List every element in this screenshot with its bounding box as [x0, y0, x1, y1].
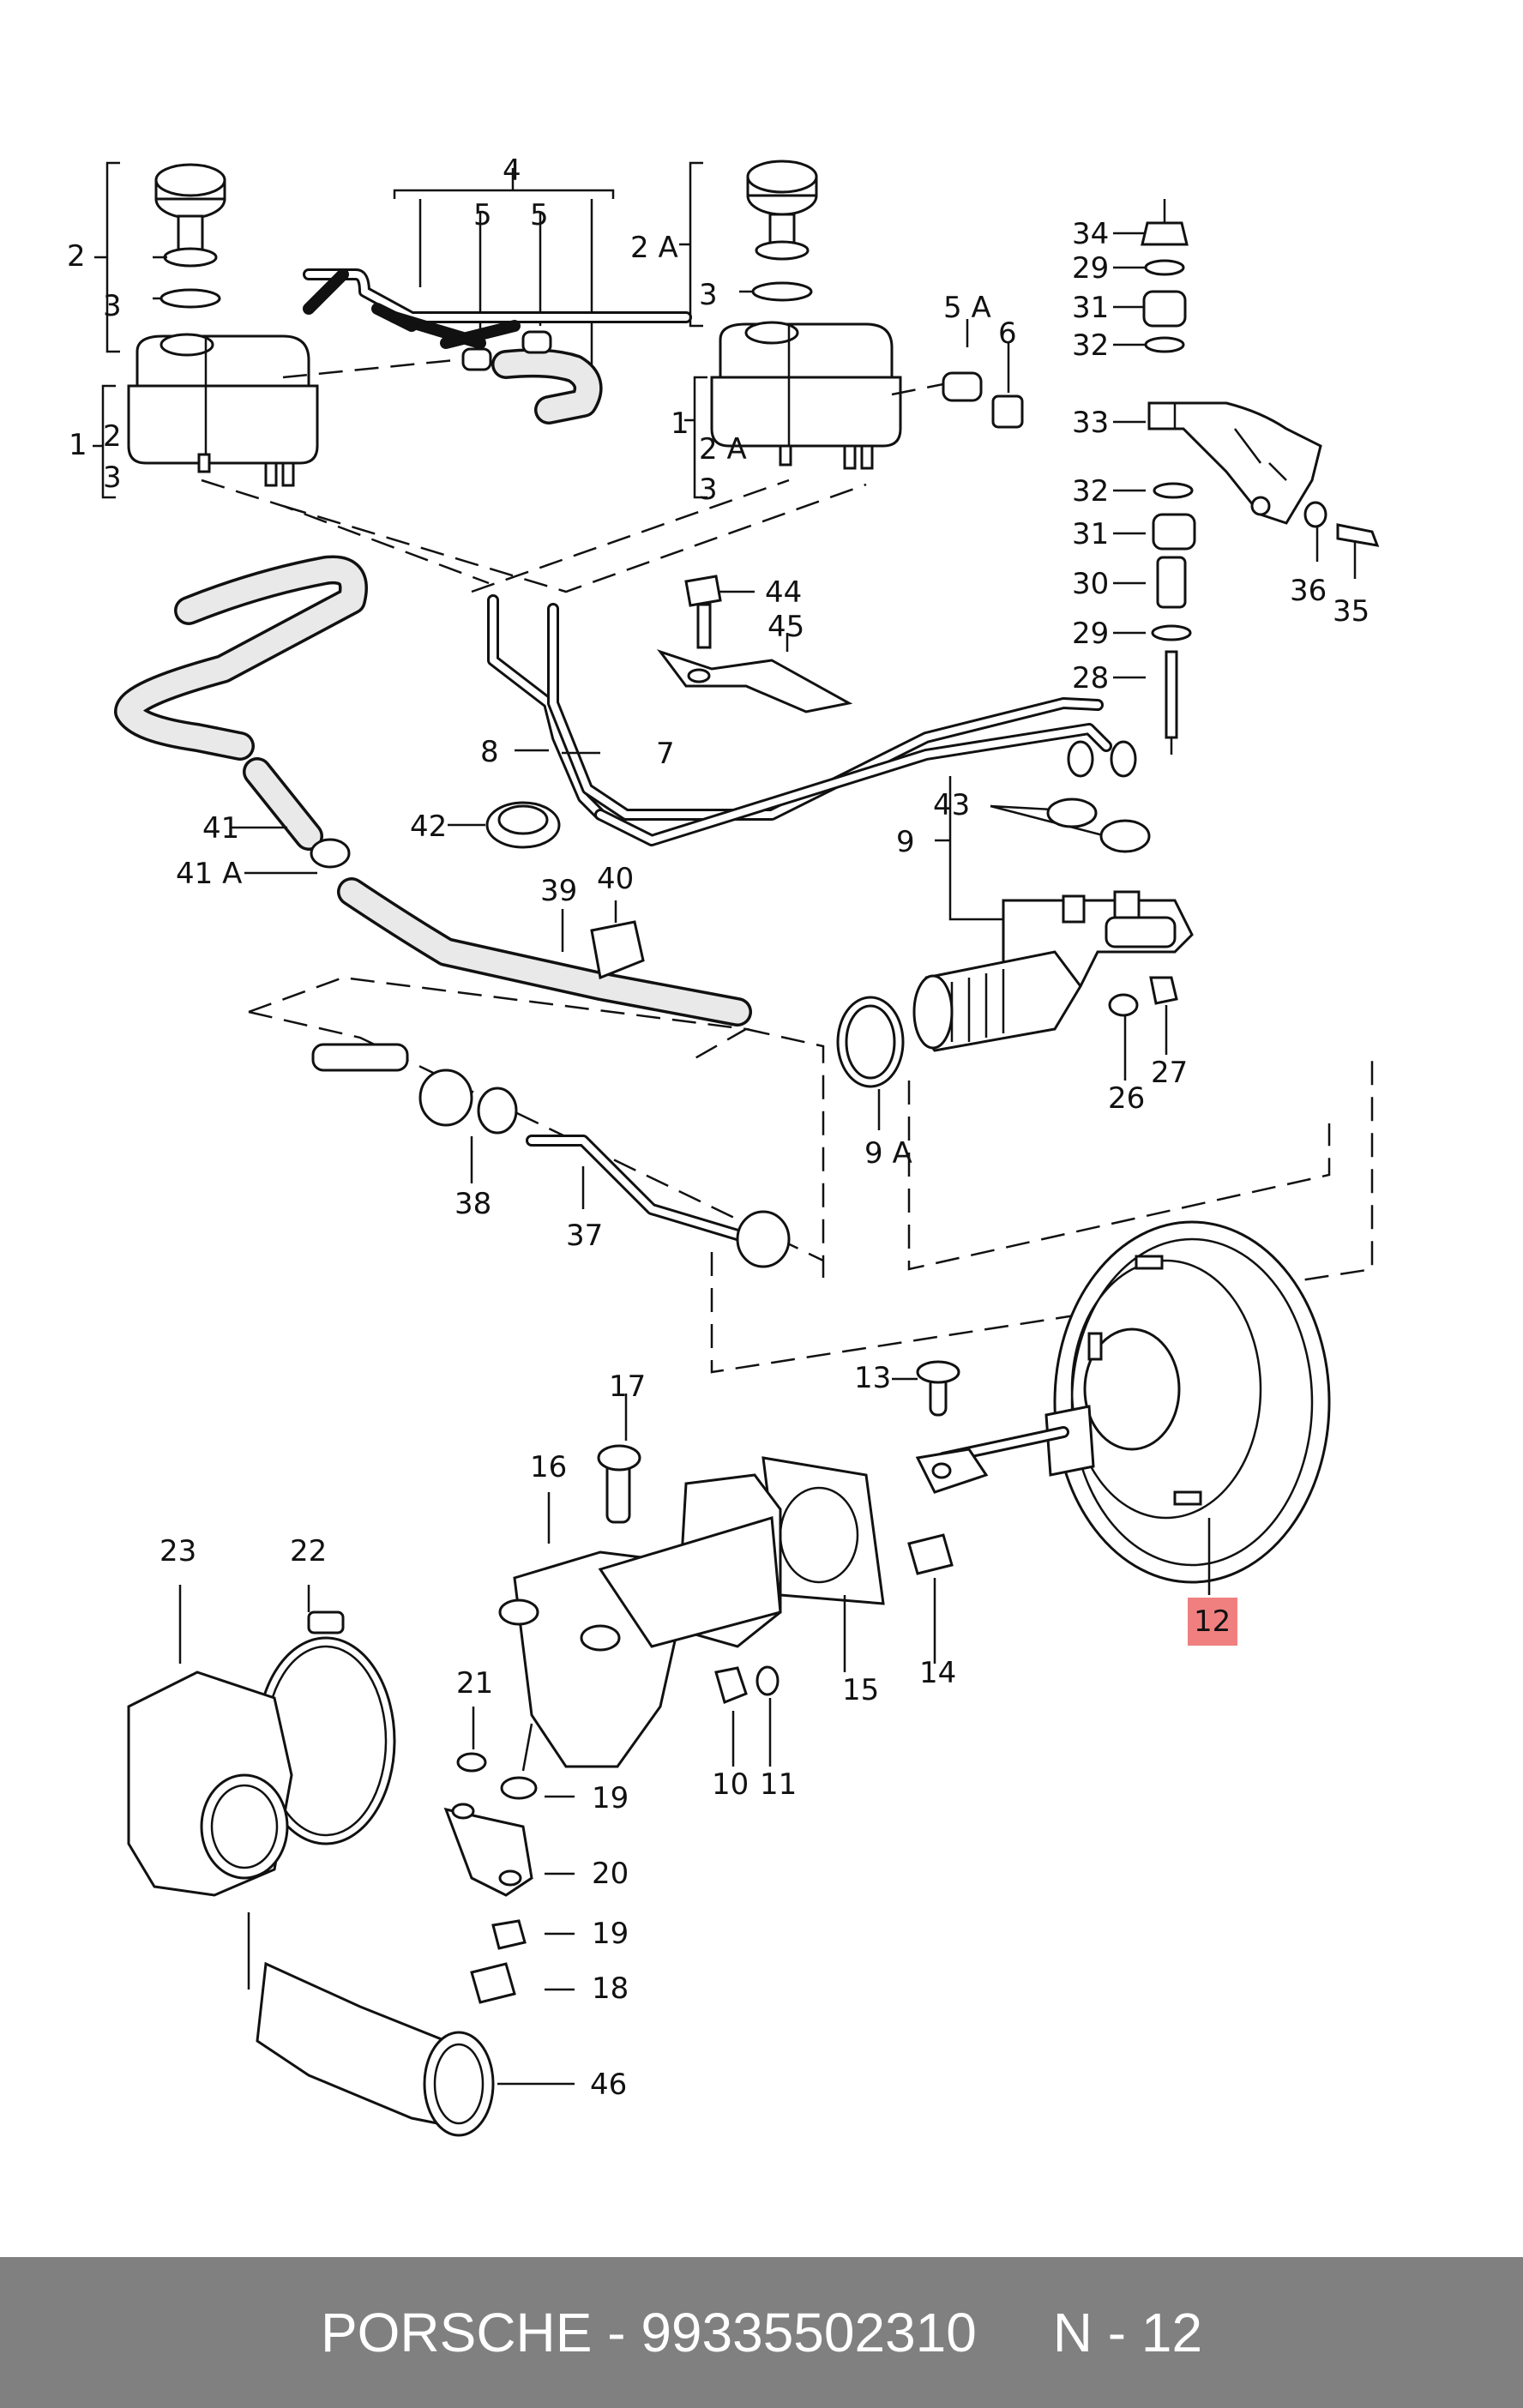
label-1: 1 [69, 428, 87, 462]
label-3: 3 [699, 278, 718, 312]
label-44: 44 [765, 575, 802, 610]
label-41a: 41 A [176, 857, 242, 891]
brake-parts-diagram: 4 5 5 2 3 1 2 3 2 A 3 1 2 A 3 5 A 6 34 2… [67, 154, 1380, 2137]
label-11: 11 [760, 1767, 797, 1802]
grommet-42 [448, 801, 561, 849]
label-20: 20 [592, 1857, 629, 1891]
label-9: 9 [896, 825, 915, 859]
label-2a: 2 A [630, 231, 678, 265]
label-46: 46 [590, 2068, 627, 2102]
label-3: 3 [699, 473, 718, 507]
label-17: 17 [609, 1370, 646, 1404]
label-5a: 5 A [943, 291, 991, 325]
label-36: 36 [1290, 574, 1327, 608]
label-29: 29 [1072, 251, 1109, 286]
label-10: 10 [712, 1767, 749, 1802]
label-33: 33 [1072, 406, 1109, 440]
label-12: 12 [1194, 1604, 1231, 1639]
label-8: 8 [480, 735, 499, 769]
label-37: 37 [566, 1219, 603, 1253]
hose-39-clip-40 [337, 877, 752, 1026]
label-41: 41 [202, 811, 239, 846]
label-14: 14 [919, 1656, 956, 1690]
hose-clamp-5a-and-sleeve-6 [891, 319, 1024, 429]
label-30: 30 [1072, 567, 1109, 601]
label-9a: 9 A [864, 1136, 912, 1171]
brake-booster-12 [937, 1220, 1331, 1595]
clamp-22-boot-23 [127, 1585, 396, 1897]
hose-bracket-group [303, 168, 692, 424]
label-40: 40 [597, 862, 634, 896]
pedal-bracket-16-17 [498, 1394, 782, 1768]
label-7: 7 [656, 737, 675, 771]
nut-10-washer-11 [714, 1665, 780, 1767]
label-28: 28 [1072, 661, 1109, 695]
label-31: 31 [1072, 291, 1109, 325]
hose-41 [114, 555, 368, 875]
footer-bar [0, 2257, 1523, 2408]
label-35: 35 [1333, 594, 1369, 629]
left-reservoir-assembly [93, 161, 455, 499]
label-42: 42 [410, 810, 447, 844]
label-2: 2 [67, 239, 86, 274]
clevis-pin-13-clip-14 [892, 1360, 989, 1664]
label-5: 5 [530, 198, 549, 232]
boot-46 [247, 1912, 575, 2137]
right-reservoir-assembly [679, 160, 902, 499]
label-26: 26 [1108, 1081, 1145, 1116]
label-31: 31 [1072, 517, 1109, 551]
label-2: 2 [103, 419, 122, 454]
label-34: 34 [1072, 217, 1109, 251]
part-labels: 4 5 5 2 3 1 2 3 2 A 3 1 2 A 3 5 A 6 34 2… [67, 154, 1369, 2102]
label-45: 45 [768, 610, 804, 644]
label-3: 3 [103, 461, 122, 495]
brake-lines-7-8 [487, 594, 1137, 846]
label-1: 1 [671, 406, 689, 441]
label-32: 32 [1072, 474, 1109, 509]
bracket-44-45 [656, 575, 853, 713]
label-6: 6 [998, 316, 1017, 351]
hose-37 [526, 1055, 1374, 1374]
label-32: 32 [1072, 328, 1109, 363]
label-43: 43 [933, 788, 970, 822]
connector-38 [311, 1043, 518, 1183]
bracket-hardware-stack [1113, 199, 1380, 755]
highlight-box-12 [1188, 1598, 1237, 1646]
master-cylinder-9 [912, 776, 1194, 1052]
label-18: 18 [592, 1972, 629, 2006]
footer-part-number: PORSCHE - 99335502310 N - 12 [320, 2302, 1203, 2363]
label-3: 3 [103, 289, 122, 323]
label-5: 5 [473, 198, 492, 232]
label-29: 29 [1072, 617, 1109, 651]
label-2a: 2 A [699, 432, 747, 467]
label-21: 21 [456, 1666, 493, 1701]
label-23: 23 [160, 1534, 196, 1568]
label-19: 19 [592, 1917, 629, 1951]
label-22: 22 [290, 1534, 327, 1568]
label-38: 38 [454, 1187, 491, 1221]
o-ring-9a [836, 996, 905, 1130]
label-19: 19 [592, 1781, 629, 1815]
label-27: 27 [1151, 1056, 1188, 1090]
small-hardware-18-21 [443, 1707, 575, 2004]
label-4: 4 [503, 154, 521, 188]
washer-26-nut-27 [1108, 976, 1178, 1081]
label-15: 15 [842, 1673, 879, 1707]
label-39: 39 [540, 874, 577, 908]
label-13: 13 [854, 1361, 891, 1395]
label-16: 16 [530, 1450, 567, 1484]
